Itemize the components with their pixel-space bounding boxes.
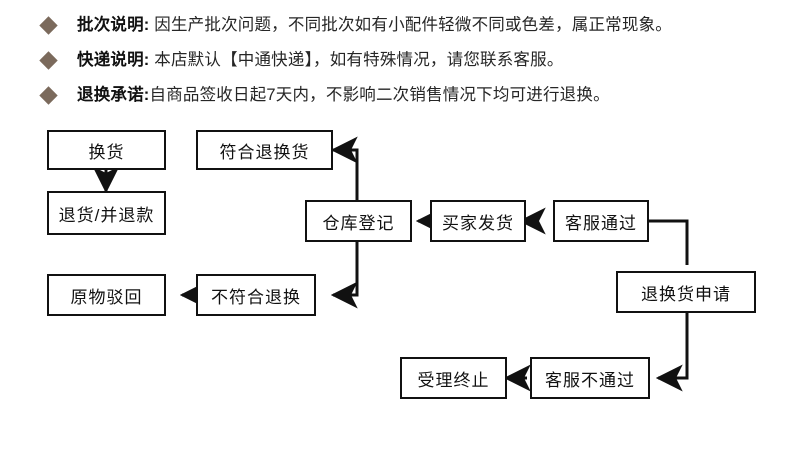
notice-body: 自商品签收日起7天内，不影响二次销售情况下均可进行退换。 [149, 86, 610, 104]
flow-node-return-original[interactable]: 原物驳回 [47, 274, 166, 316]
flow-node-terminate[interactable]: 受理终止 [400, 357, 507, 399]
edge-apply-to-reject [655, 313, 689, 392]
flow-node-service-reject[interactable]: 客服不通过 [530, 357, 650, 399]
notice-text: 批次说明: 因生产批次问题，不同批次如有小配件轻微不同或色差，属正常现象。 [77, 13, 672, 37]
flow-node-not-eligible[interactable]: 不符合退换 [196, 274, 316, 316]
notice-label: 快递说明: [77, 51, 150, 69]
flow-node-warehouse[interactable]: 仓库登记 [305, 200, 412, 242]
notice-body: 本店默认【中通快递】，如有特殊情况，请您联系客服。 [149, 51, 564, 69]
flow-node-buyer-ship[interactable]: 买家发货 [430, 200, 526, 242]
edge-warehouse-to-not-eligible [330, 242, 359, 309]
notice-item-shipping: 快递说明: 本店默认【中通快递】，如有特殊情况，请您联系客服。 [39, 48, 564, 72]
notice-label: 退换承诺: [77, 86, 150, 104]
notice-text: 快递说明: 本店默认【中通快递】，如有特殊情况，请您联系客服。 [77, 48, 564, 72]
notice-body: 因生产批次问题，不同批次如有小配件轻微不同或色差，属正常现象。 [149, 16, 672, 34]
flowchart-edge-group [179, 136, 689, 392]
flow-node-exchange[interactable]: 换货 [47, 130, 166, 170]
flow-node-apply[interactable]: 退换货申请 [616, 271, 756, 313]
flow-node-refund[interactable]: 退货/并退款 [47, 191, 166, 235]
flow-node-eligible[interactable]: 符合退换货 [196, 130, 333, 170]
notice-label: 批次说明: [77, 16, 150, 34]
notice-text: 退换承诺:自商品签收日起7天内，不影响二次销售情况下均可进行退换。 [77, 83, 610, 107]
flow-node-service-approve[interactable]: 客服通过 [553, 200, 649, 242]
edge-warehouse-to-eligible [330, 136, 359, 200]
notice-item-batch: 批次说明: 因生产批次问题，不同批次如有小配件轻微不同或色差，属正常现象。 [39, 13, 672, 37]
notice-item-return-promise: 退换承诺:自商品签收日起7天内，不影响二次销售情况下均可进行退换。 [39, 83, 610, 107]
